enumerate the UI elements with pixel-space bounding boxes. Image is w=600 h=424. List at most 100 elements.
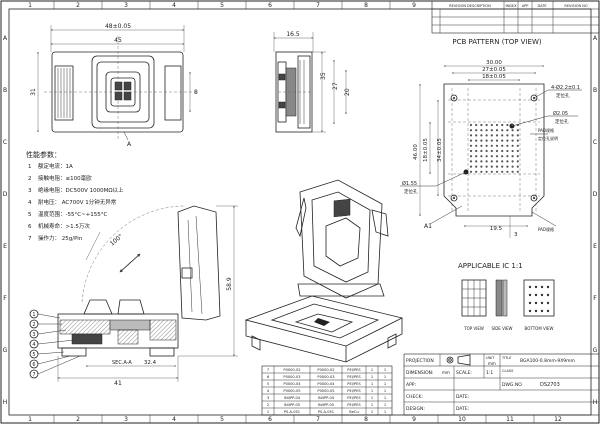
zone-letter: A [593, 35, 598, 42]
bom-cell-note: 1 [384, 375, 386, 379]
pcb-pad [480, 134, 483, 137]
svg-text:6: 6 [32, 362, 35, 368]
pcb-pad [480, 144, 483, 147]
pcb-pad [475, 170, 478, 173]
spec-num: 1 [28, 164, 32, 170]
app-label: APP: [406, 382, 416, 388]
ic-label-top: TOP VIEW [463, 326, 484, 331]
bom-cell-num: 1 [267, 410, 269, 414]
bom-cell-mat: PEI/PES [347, 375, 361, 379]
scale-label: SCALE: [456, 370, 472, 376]
pcb-pad [475, 155, 478, 158]
pcb-pad [490, 144, 493, 147]
bom-cell-qty: 1 [371, 389, 373, 393]
bom-cell-part: IN4PP-05 [318, 403, 334, 407]
bom-cell-qty: 1 [371, 382, 373, 386]
zone-letter: F [593, 295, 597, 302]
pcb-pad [469, 149, 473, 153]
open-side-view: 100° 1 2 3 4 5 6 7 58.9 32.4 SEC.A-A [29, 205, 238, 387]
pcb-pad [511, 165, 514, 168]
ic-ball [540, 301, 544, 305]
pcb-pad [485, 165, 488, 168]
pcb-pad [516, 170, 519, 173]
pcb-pad [485, 160, 488, 163]
pcb-pad [490, 160, 493, 163]
projection-label: PROJECTION [406, 358, 434, 364]
ic-ball [534, 309, 538, 313]
spec-text: 耐电压： AC700V 1分钟无异常 [38, 198, 117, 206]
pcb-pad [490, 149, 493, 153]
spec-item: 6 机械寿命：>1.5万次 [28, 222, 90, 230]
pcb-pad [469, 160, 473, 163]
zone-number: 6 [268, 416, 272, 423]
open-angle: 100° [109, 233, 125, 248]
pcb-pad [511, 129, 514, 132]
dim-height: 31 [30, 88, 37, 96]
pcb-pattern-view: PCB PATTERN (TOP VIEW) 30.00 27±0.05 18±… [400, 38, 582, 238]
bom-cell-qty: 1 [371, 396, 373, 400]
unit-value: mm [488, 361, 496, 366]
spec-text: 接触电阻：≤100毫欧 [38, 174, 92, 182]
ic-ball [546, 293, 550, 297]
zone-number: 11 [506, 416, 514, 423]
pcb-pad [516, 129, 519, 132]
pcb-pad [485, 123, 488, 127]
pcb-pad [475, 165, 478, 168]
ic-ball-grid [528, 285, 550, 313]
pcb-pad [469, 139, 473, 142]
dim-side-h1: 35 [320, 72, 327, 80]
check-label: CHECK: [406, 394, 423, 400]
bom-cell-note: 1 [384, 382, 386, 386]
zone-number: 9 [412, 416, 416, 423]
rev-header-date: DATE [537, 4, 546, 8]
dim-small: 8 [194, 89, 198, 96]
pcb-pad [511, 144, 514, 147]
spec-item: 2 接触电阻：≤100毫欧 [28, 174, 92, 182]
zone-letter: A [3, 35, 8, 42]
pcb-pad [490, 139, 493, 142]
hole-note-3-sub: 定位孔 [404, 188, 418, 195]
zone-number: 9 [412, 2, 416, 9]
spec-text: 额定电流：1A [38, 162, 73, 170]
pcb-pad [485, 170, 488, 173]
bom-cell-note: 1 [384, 368, 386, 372]
balloon: 1 [29, 309, 61, 319]
pcb-pad [485, 149, 488, 153]
spec-item: 7 操作力： 25g/Pin [28, 234, 83, 242]
pcb-title: PCB PATTERN (TOP VIEW) [452, 38, 541, 46]
zone-letter: H [3, 399, 8, 406]
bom-cell-part: IN4PP-04 [318, 396, 335, 400]
zone-letter: G [3, 347, 8, 354]
bom-cell-mat: BeCu [349, 410, 358, 414]
spec-num: 7 [28, 236, 32, 242]
bom-cell-mat: PEI/PES [347, 382, 361, 386]
rev-header-index: INDEX [506, 4, 518, 8]
hole-note-2-sub: 定位孔 [555, 118, 569, 125]
hole-note-3: Ø1.55 [402, 180, 417, 187]
dimension-value: mm [442, 370, 450, 375]
pcb-pad [469, 170, 473, 173]
bom-cell-code: P0000-03 [283, 375, 300, 379]
pcb-pad [516, 134, 519, 137]
zone-dividers [53, 1, 535, 423]
bom-cell-part: P0000-02 [317, 368, 334, 372]
dim-pcb-inner-h: 18±0.05 [423, 138, 429, 162]
pcb-pad [501, 155, 504, 158]
rev-header-app: APP [522, 4, 529, 8]
spec-text: 机械寿命：>1.5万次 [38, 222, 90, 230]
dim-side-h3: 20 [344, 88, 351, 96]
pcb-pad [501, 144, 504, 147]
zone-number: 3 [124, 2, 128, 9]
dim-open-w2: 41 [114, 380, 122, 387]
spec-item: 3 绝缘电阻：DC500V 1000MΩ以上 [28, 186, 124, 194]
pcb-pad [506, 134, 509, 137]
front-view: 48±0.05 45 31 8 A [30, 23, 198, 148]
spec-item: 5 温度范围：-55°C~+155°C [28, 210, 108, 218]
pcb-pad [469, 165, 473, 168]
pcb-pad [495, 155, 499, 158]
revision-table: REVISION DESCRIPTION INDEX APP DATE REVI… [431, 0, 600, 34]
pcb-pad [469, 134, 473, 137]
specs-title: 性能参数： [26, 150, 61, 159]
zone-letter: D [593, 191, 598, 198]
